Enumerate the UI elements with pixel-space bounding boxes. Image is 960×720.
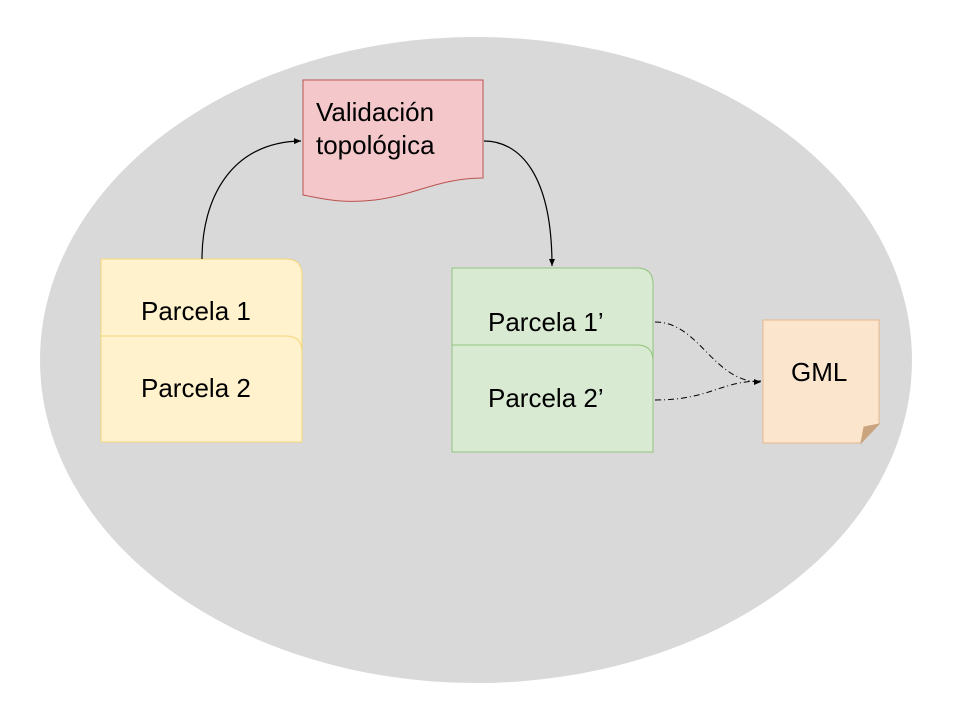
input-parcel2-card[interactable] [100,335,303,443]
connector-input-to-validation [201,138,302,260]
output-parcel2-card[interactable] [451,344,654,453]
validation-label-line1: Validación [316,97,435,127]
input-parcel1-label: Parcela 1 [141,296,251,326]
connector-output2-to-gml [654,380,762,401]
connector-validation-to-output [483,140,555,267]
gml-note-fold [860,423,881,445]
validation-document-shape[interactable] [302,79,484,202]
connector-output1-to-gml [654,321,762,385]
input-parcel2-label: Parcela 2 [141,373,251,403]
validation-label-line2: topológica [316,130,435,160]
output-parcel2-label: Parcela 2’ [488,383,604,413]
output-parcel1-label: Parcela 1’ [488,307,604,337]
gml-label: GML [791,357,848,387]
